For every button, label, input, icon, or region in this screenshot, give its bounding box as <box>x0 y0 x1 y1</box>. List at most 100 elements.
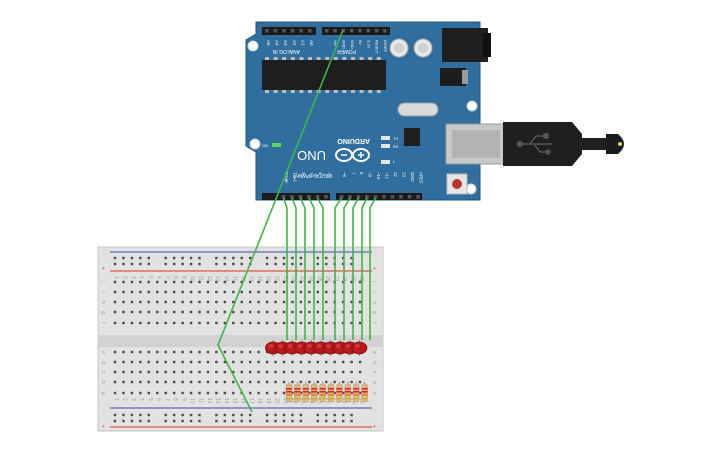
rail-hole[interactable] <box>232 413 235 417</box>
resistor[interactable] <box>285 383 293 403</box>
rail-hole[interactable] <box>198 262 201 266</box>
rail-hole[interactable] <box>249 419 252 423</box>
breadboard-hole[interactable] <box>181 391 184 395</box>
rail-hole[interactable] <box>147 262 150 266</box>
breadboard-hole[interactable] <box>147 391 150 395</box>
breadboard-hole[interactable] <box>249 321 252 325</box>
rail-hole[interactable] <box>282 262 286 266</box>
breadboard-hole[interactable] <box>130 360 134 364</box>
breadboard-hole[interactable] <box>206 360 210 364</box>
breadboard-hole[interactable] <box>206 321 210 325</box>
power-header[interactable] <box>322 27 390 35</box>
breadboard-hole[interactable] <box>291 370 294 374</box>
breadboard-hole[interactable] <box>139 380 142 384</box>
breadboard-hole[interactable] <box>325 391 328 395</box>
rail-hole[interactable] <box>299 256 303 260</box>
jumper-wire[interactable] <box>316 197 324 340</box>
breadboard-hole[interactable] <box>350 310 353 314</box>
digital-pin-hole[interactable] <box>399 195 403 199</box>
breadboard-hole[interactable] <box>249 350 252 354</box>
resistor[interactable] <box>319 383 326 403</box>
jumper-wire[interactable] <box>343 197 351 340</box>
breadboard-hole[interactable] <box>198 370 201 374</box>
breadboard-hole[interactable] <box>147 321 150 325</box>
breadboard-hole[interactable] <box>206 300 210 304</box>
rail-hole[interactable] <box>265 419 269 423</box>
rail-hole[interactable] <box>172 413 176 417</box>
breadboard-hole[interactable] <box>265 391 269 395</box>
breadboard-hole[interactable] <box>316 370 319 374</box>
breadboard-hole[interactable] <box>223 300 227 304</box>
rail-hole[interactable] <box>164 413 167 417</box>
breadboard-hole[interactable] <box>316 380 319 384</box>
breadboard-hole[interactable] <box>291 280 294 284</box>
breadboard-hole[interactable] <box>274 391 277 395</box>
rail-hole[interactable] <box>350 256 353 260</box>
rail-hole[interactable] <box>215 256 218 260</box>
rail-hole[interactable] <box>291 256 294 260</box>
breadboard-hole[interactable] <box>249 300 252 304</box>
breadboard-hole[interactable] <box>333 391 336 395</box>
breadboard-hole[interactable] <box>282 290 286 294</box>
breadboard-hole[interactable] <box>156 300 159 304</box>
breadboard-hole[interactable] <box>172 370 176 374</box>
breadboard-hole[interactable] <box>130 391 134 395</box>
breadboard-hole[interactable] <box>282 310 286 314</box>
breadboard-hole[interactable] <box>113 290 117 294</box>
breadboard-hole[interactable] <box>122 370 125 374</box>
breadboard-hole[interactable] <box>257 321 260 325</box>
rail-hole[interactable] <box>333 419 336 423</box>
digital-pin-hole[interactable] <box>382 195 386 199</box>
analog-pin-hole[interactable] <box>290 29 295 33</box>
rail-hole[interactable] <box>215 413 218 417</box>
rail-hole[interactable] <box>215 419 218 423</box>
rail-hole[interactable] <box>139 262 142 266</box>
breadboard-hole[interactable] <box>113 280 117 284</box>
digital-pin-hole[interactable] <box>315 195 320 199</box>
breadboard-hole[interactable] <box>189 360 193 364</box>
breadboard-hole[interactable] <box>122 300 125 304</box>
breadboard-hole[interactable] <box>325 321 328 325</box>
rail-hole[interactable] <box>240 262 243 266</box>
breadboard-hole[interactable] <box>249 280 252 284</box>
breadboard-hole[interactable] <box>325 280 328 284</box>
power-pin-hole[interactable] <box>333 29 337 33</box>
digital-pin-hole[interactable] <box>348 195 352 199</box>
breadboard-hole[interactable] <box>308 380 311 384</box>
breadboard-hole[interactable] <box>206 350 210 354</box>
breadboard-hole[interactable] <box>122 391 125 395</box>
breadboard-hole[interactable] <box>164 391 167 395</box>
rail-hole[interactable] <box>147 419 150 423</box>
breadboard-hole[interactable] <box>274 300 277 304</box>
breadboard-hole[interactable] <box>223 380 227 384</box>
rail-hole[interactable] <box>291 419 294 423</box>
breadboard-hole[interactable] <box>265 370 269 374</box>
breadboard-hole[interactable] <box>215 321 218 325</box>
rail-hole[interactable] <box>164 256 167 260</box>
usb-cable[interactable] <box>445 122 624 166</box>
digital-pin-hole[interactable] <box>356 195 361 199</box>
breadboard-hole[interactable] <box>122 360 125 364</box>
breadboard-hole[interactable] <box>341 370 345 374</box>
breadboard-hole[interactable] <box>122 380 125 384</box>
rail-hole[interactable] <box>181 262 184 266</box>
breadboard-hole[interactable] <box>181 300 184 304</box>
rail-hole[interactable] <box>181 256 184 260</box>
resistor[interactable] <box>310 383 318 403</box>
breadboard-hole[interactable] <box>215 370 218 374</box>
resistor[interactable] <box>327 383 335 403</box>
breadboard-hole[interactable] <box>265 280 269 284</box>
breadboard-hole[interactable] <box>265 380 269 384</box>
breadboard-hole[interactable] <box>282 321 286 325</box>
breadboard-hole[interactable] <box>308 280 311 284</box>
breadboard-hole[interactable] <box>164 360 167 364</box>
breadboard-hole[interactable] <box>341 280 345 284</box>
breadboard-hole[interactable] <box>172 310 176 314</box>
breadboard-hole[interactable] <box>350 380 353 384</box>
breadboard-hole[interactable] <box>113 370 117 374</box>
breadboard-hole[interactable] <box>341 321 345 325</box>
breadboard-hole[interactable] <box>122 290 125 294</box>
rail-hole[interactable] <box>333 413 336 417</box>
